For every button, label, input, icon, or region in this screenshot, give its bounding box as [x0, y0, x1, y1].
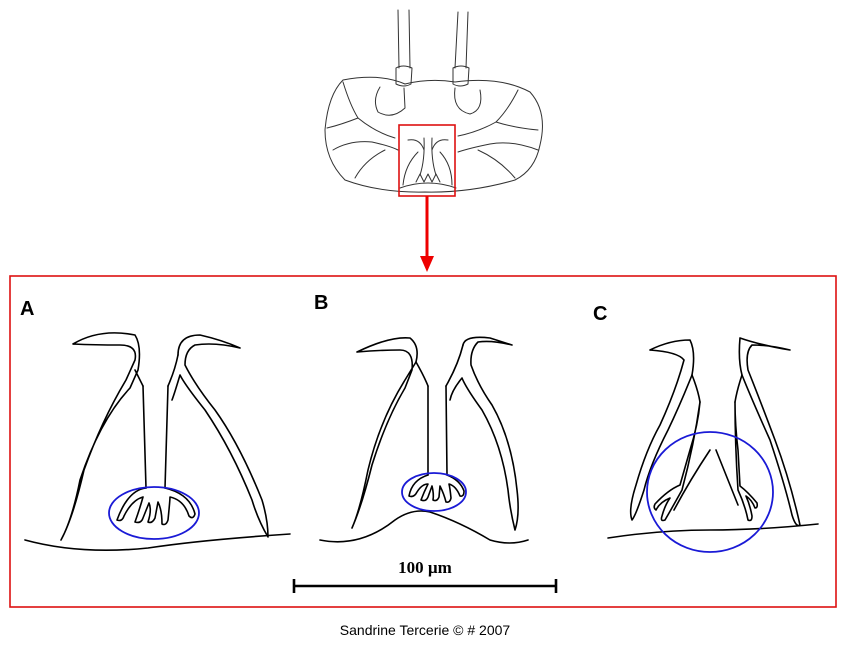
- credit-line: Sandrine Tercerie © # 2007: [339, 622, 511, 638]
- panel-label-c: C: [593, 303, 607, 325]
- detail-frame: [9, 275, 837, 608]
- highlight-circle-a: [108, 486, 200, 540]
- panel-c-drawing: [607, 337, 819, 553]
- scale-bar: 100 µm: [292, 558, 558, 593]
- panel-a-drawing: [24, 332, 291, 552]
- zoom-arrow: [420, 196, 434, 272]
- highlight-circle-b: [401, 472, 467, 512]
- panel-label-a: A: [20, 298, 34, 320]
- overview-drawing: [324, 9, 543, 193]
- scale-bar-label: 100 µm: [398, 558, 452, 577]
- highlight-circle-c: [646, 431, 774, 553]
- panel-b-drawing: [319, 336, 529, 544]
- panel-label-b: B: [314, 292, 328, 314]
